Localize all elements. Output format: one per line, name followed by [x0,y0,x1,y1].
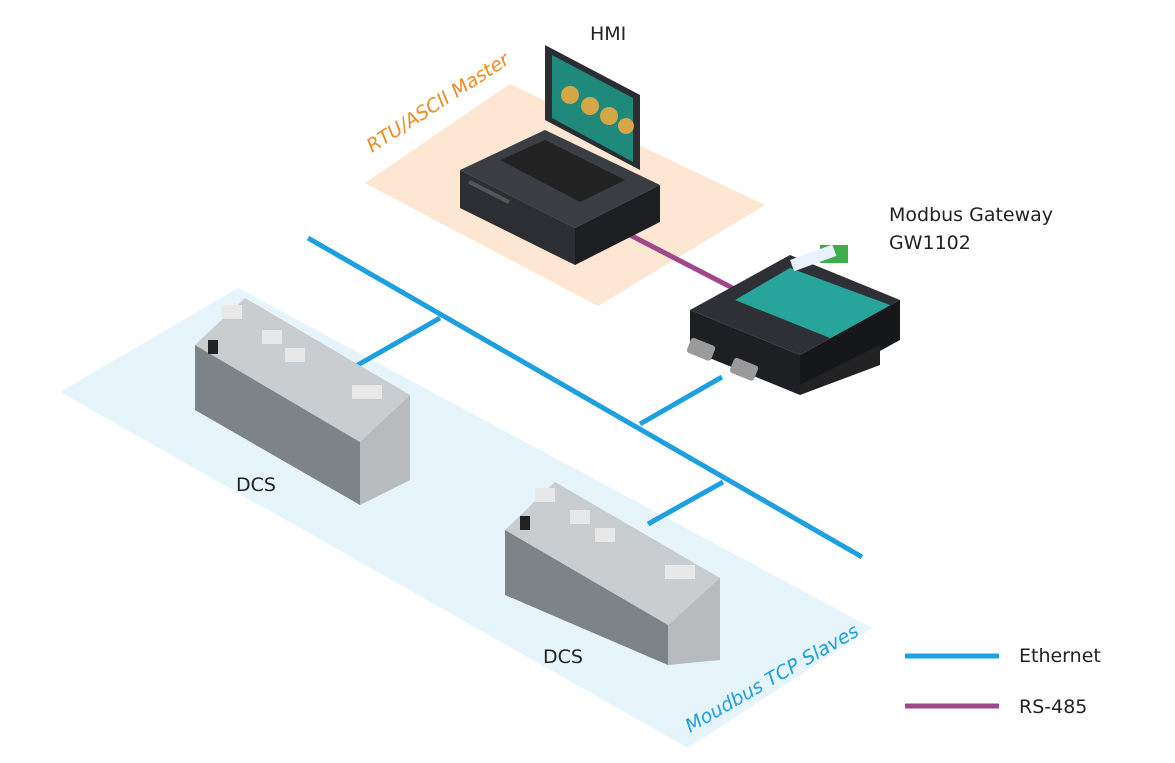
legend-rs485-label: RS-485 [1019,696,1087,718]
hmi-label: HMI [590,23,626,45]
gateway-device-icon [686,244,900,395]
dcs-label: DCS [543,646,583,668]
legend: Ethernet RS-485 [905,645,1101,718]
gateway-label: Modbus Gateway [889,204,1053,226]
gateway-model-label: GW1102 [889,232,971,254]
hmi-device-icon [460,45,660,265]
ethernet-bus [306,235,864,560]
dcs-device-icon [195,298,410,505]
dcs-label: DCS [236,474,276,496]
dcs-device-icon [505,482,720,665]
legend-ethernet-label: Ethernet [1019,645,1101,667]
